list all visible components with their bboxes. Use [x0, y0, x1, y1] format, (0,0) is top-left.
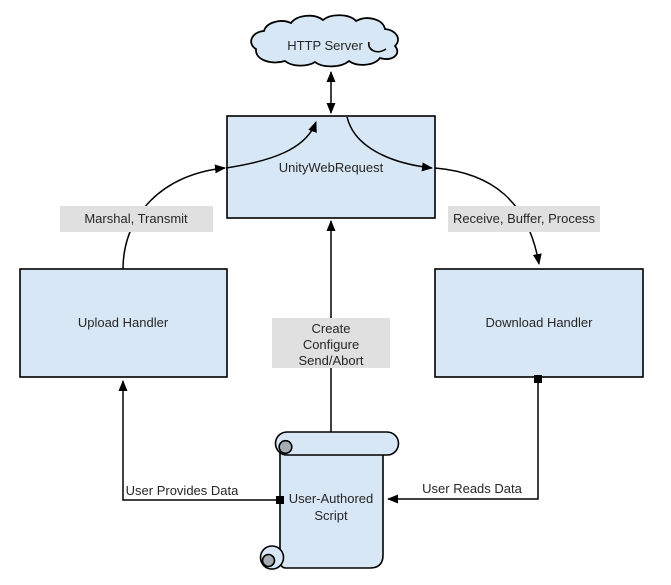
- unitywebrequest-node: [226, 115, 436, 219]
- user-authored-script-label-line2: Script: [314, 508, 348, 523]
- download-handler-label: Download Handler: [486, 315, 594, 330]
- edge-label-create-configure-sendabort: Create Configure Send/Abort: [272, 318, 390, 368]
- http-server-label: HTTP Server: [287, 38, 363, 53]
- edge-internal-upload-to-server: [225, 121, 317, 169]
- edge-downloadhandler-to-script: [387, 379, 539, 504]
- edge-label-bg: [448, 206, 600, 232]
- edge-label-text-sendabort: Send/Abort: [298, 353, 363, 368]
- connector-square-script-left: [276, 496, 284, 504]
- edge-label-marshal-transmit: Marshal, Transmit: [60, 206, 213, 232]
- user-authored-script-node: [259, 431, 400, 570]
- edge-label-text: Marshal, Transmit: [84, 211, 188, 226]
- cloud-inner-curl: [367, 41, 387, 53]
- edge-uploadhandler-to-unitywebrequest: [122, 164, 226, 270]
- edge-label-user-reads-data: User Reads Data: [422, 481, 522, 496]
- upload-handler-node: [19, 268, 228, 378]
- http-server-node: [250, 14, 399, 68]
- edge-label-text-create: Create: [311, 321, 350, 336]
- connector-square-downloadhandler: [534, 375, 542, 383]
- unitywebrequest-label: UnityWebRequest: [279, 160, 384, 175]
- edge-unitywebrequest-to-downloadhandler: [434, 167, 542, 265]
- upload-handler-label: Upload Handler: [78, 315, 169, 330]
- scroll-top-curl: [278, 439, 293, 455]
- download-handler-node: [434, 268, 644, 378]
- scroll-top-roll: [274, 431, 400, 456]
- user-authored-script-label-line1: User-Authored: [289, 491, 374, 506]
- edge-label-user-provides-data: User Provides Data: [126, 483, 239, 498]
- edge-label-text-configure: Configure: [303, 337, 359, 352]
- edge-internal-server-to-download: [346, 116, 433, 172]
- edge-script-to-uploadhandler: [118, 380, 280, 501]
- edge-label-text: Receive, Buffer, Process: [453, 211, 596, 226]
- scroll-bottom-curl: [261, 553, 276, 568]
- edge-label-bg: [272, 318, 390, 368]
- edge-label-receive-buffer-process: Receive, Buffer, Process: [448, 206, 600, 232]
- edge-label-bg: [60, 206, 213, 232]
- cloud-shape: [250, 14, 399, 68]
